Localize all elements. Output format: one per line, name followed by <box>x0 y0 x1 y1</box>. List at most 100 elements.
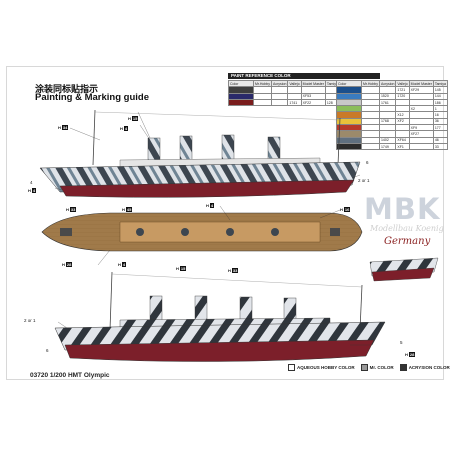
col-modelmaster: Model Master <box>300 79 326 88</box>
paint-code <box>270 86 289 94</box>
paint-code: 1768 <box>378 117 397 126</box>
paint-code <box>378 111 397 119</box>
color-swatch <box>228 92 254 100</box>
paint-code <box>287 92 302 100</box>
watermark-sub: Modellbau Koenig <box>370 224 444 233</box>
ship-deck-plan <box>41 212 363 252</box>
ship-starboard-profile <box>39 109 361 198</box>
paint-row: X12 16 <box>336 111 448 119</box>
detail-inset <box>369 257 439 282</box>
color-legend: AQUEOUS HOBBY COLOR Mr. COLOR ACRYSION C… <box>288 364 450 371</box>
paint-code <box>408 111 434 119</box>
paint-code <box>408 117 434 126</box>
paint-code: X12 <box>395 111 410 119</box>
color-swatch <box>336 98 362 107</box>
paint-code: XF53 <box>300 92 326 100</box>
paint-code: 1720 <box>395 92 410 100</box>
paint-code <box>270 98 289 107</box>
paint-code <box>270 92 289 100</box>
col-tamiya: Tamiya <box>432 79 448 88</box>
color-swatch <box>336 86 362 94</box>
col-color: Color <box>228 79 254 88</box>
callout-6-top: 6 <box>366 160 369 165</box>
color-swatch <box>336 92 362 100</box>
paint-code: 1761 <box>378 98 397 107</box>
watermark-mbk: MBK <box>364 192 441 226</box>
paint-code: 1721 <box>395 86 410 94</box>
col-color: Color <box>336 79 362 88</box>
paint-code <box>287 86 302 94</box>
paint-table-header: Color Mr.Hobby Acrysion Vallejo Model Ma… <box>336 79 448 88</box>
col-vallejo: Vallejo <box>287 79 302 88</box>
paint-code: X2 <box>408 105 434 113</box>
legend-acrysion: ACRYSION COLOR <box>399 364 450 371</box>
title-english: Painting & Marking guide <box>35 92 150 103</box>
paint-code: 33 <box>432 142 448 151</box>
paint-table-left: Color Mr.Hobby Acrysion Vallejo Model Ma… <box>228 79 340 107</box>
paint-row: 1761 186 <box>336 98 448 107</box>
paint-code: 1749 <box>378 142 397 151</box>
paint-code <box>395 98 410 107</box>
legend-swatch-icon <box>360 364 368 371</box>
col-acrysion: Acrysion <box>378 79 397 88</box>
legend-swatch-icon <box>399 364 407 371</box>
product-footer: 03720 1/200 HMT Olympic <box>30 372 110 379</box>
leader-lines <box>54 111 370 346</box>
watermark-country: Germany <box>384 236 431 247</box>
paint-code: 16 <box>432 111 448 119</box>
paint-code <box>395 105 410 113</box>
paint-code <box>378 86 397 94</box>
paint-code: 1520 <box>378 92 397 100</box>
legend-mr: Mr. COLOR <box>360 364 394 371</box>
paint-table-header: Color Mr.Hobby Acrysion Vallejo Model Ma… <box>228 79 340 88</box>
paint-code: 186 <box>432 98 448 107</box>
legend-aqueous: AQUEOUS HOBBY COLOR <box>288 364 355 371</box>
color-swatch <box>336 111 362 119</box>
paint-row: XF53 <box>228 92 340 100</box>
col-acrysion: Acrysion <box>270 79 289 88</box>
paint-code: XF22 <box>300 98 326 107</box>
ship-port-profile <box>54 271 386 362</box>
callout-2-or-1-top: 2 or 1 <box>358 178 370 183</box>
color-swatch <box>228 98 254 107</box>
callout-4: 4 <box>30 180 33 185</box>
paint-code: 144 <box>432 92 448 100</box>
title-chinese: 涂装同标贴指示 <box>35 85 99 95</box>
paint-code <box>408 98 434 107</box>
paint-row <box>228 86 340 94</box>
paint-code: XF29 <box>408 86 434 94</box>
paint-code: 36 <box>432 117 448 126</box>
col-modelmaster: Model Master <box>408 79 434 88</box>
paint-table-right: Color Mr.Hobby Acrysion Vallejo Model Ma… <box>336 79 448 151</box>
paint-table-title: PAINT REFERENCE COLOR <box>228 73 380 79</box>
color-swatch <box>228 86 254 94</box>
paint-code: XF2 <box>395 117 410 126</box>
paint-code <box>408 142 434 151</box>
color-swatch <box>336 105 362 113</box>
paint-code: 1 <box>432 105 448 113</box>
paint-code <box>300 86 326 94</box>
legend-swatch-icon <box>288 364 295 371</box>
paint-code: 1741 <box>287 98 302 107</box>
paint-code: 145 <box>432 86 448 94</box>
callout-5: 5 <box>400 340 403 345</box>
paint-code <box>378 105 397 113</box>
paint-code <box>408 92 434 100</box>
